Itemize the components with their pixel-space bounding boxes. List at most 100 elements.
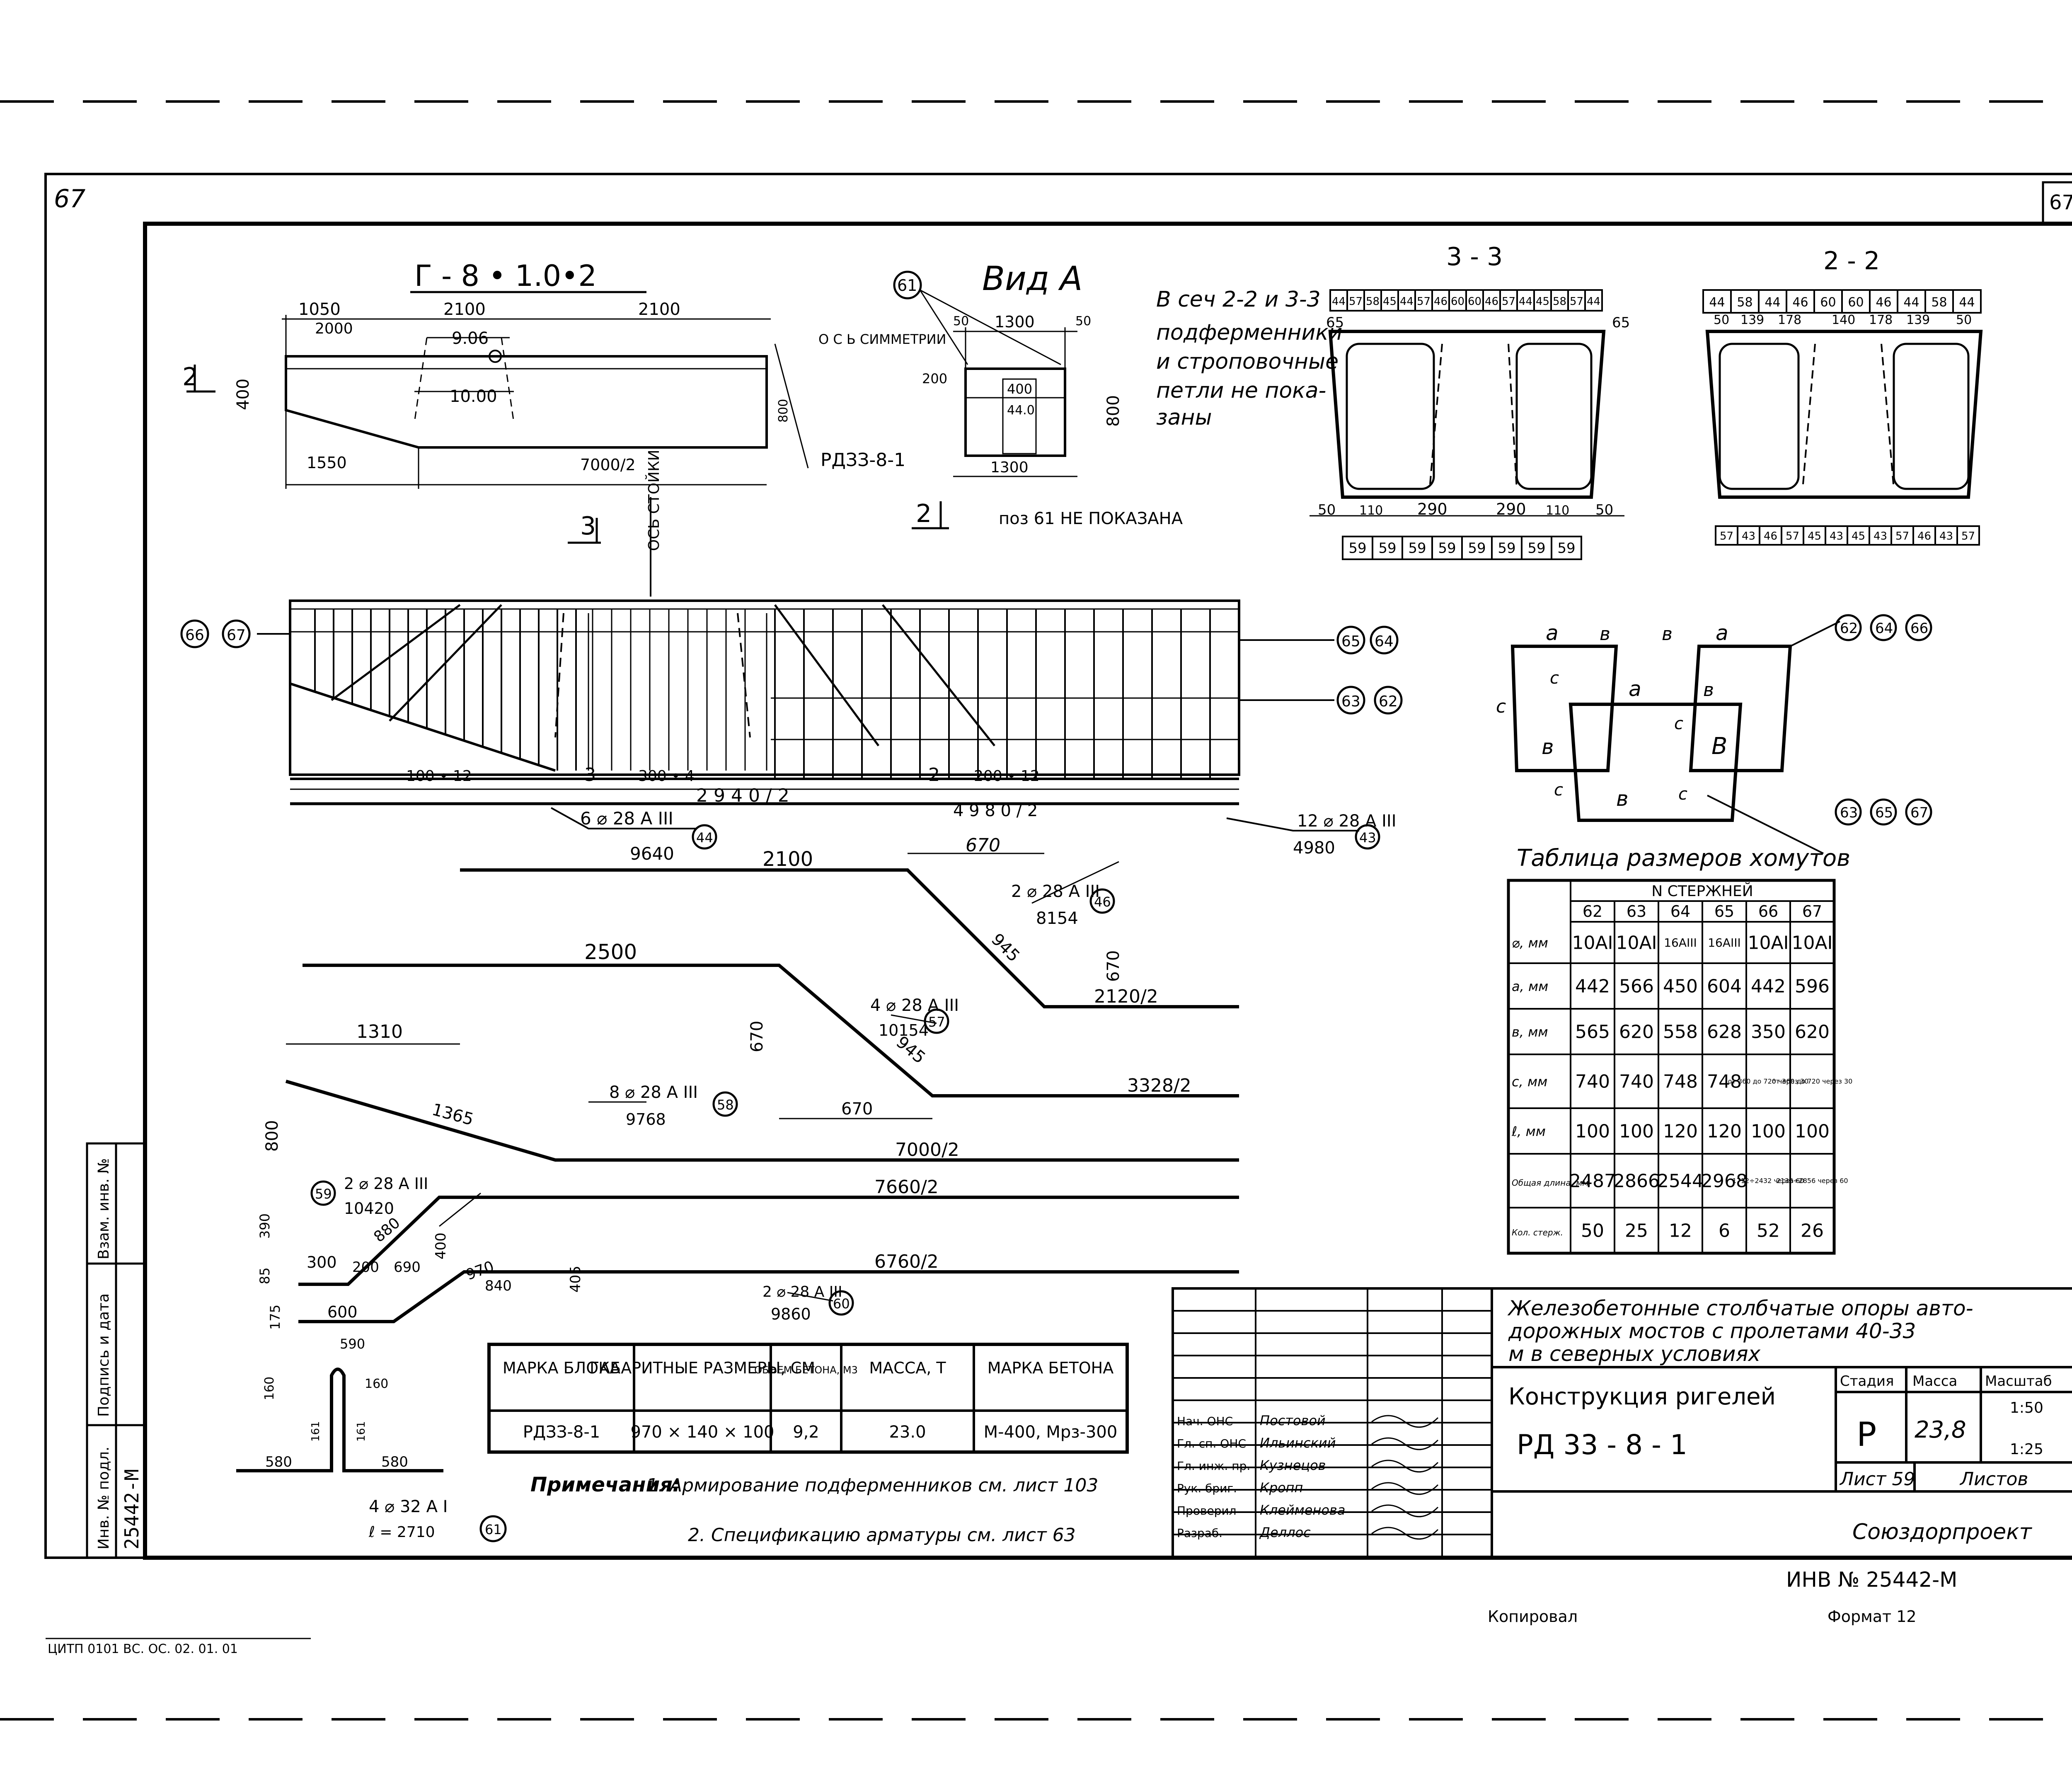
stirrup-table-cell: 604 [1707, 976, 1742, 997]
block-table-cell: М-400, Мрз-300 [984, 1423, 1118, 1442]
view-a-dim-8: 800 [1104, 395, 1123, 427]
stirrup-table-cell: 100 [1575, 1121, 1610, 1142]
stirrup-table-row-label: а, мм [1512, 979, 1548, 994]
section-2-2-bottom-cell-text: 43 [1874, 530, 1887, 542]
stirrup-table-cell: 566 [1619, 976, 1654, 997]
stirrup-table-col-header: 64 [1670, 902, 1690, 921]
stirrup-callout-64: 64 [1875, 620, 1893, 637]
stirrup-shapes [1510, 621, 1840, 854]
stirrup-table-row-label: ℓ, мм [1511, 1124, 1546, 1139]
section-2-2-bottom-cell-text: 43 [1830, 530, 1843, 542]
tb-person-name: Кропп [1260, 1480, 1303, 1496]
main-dim-4: 2000 [315, 320, 353, 337]
tb-drawing: Конструкция ригелей [1508, 1383, 1776, 1410]
stirrup-letter-13: с [1674, 714, 1683, 733]
bar-61-dim-6: 161 [355, 1421, 368, 1442]
section-2-2-top-cell [1952, 289, 1982, 314]
bar-60-dim-1: 600 [327, 1303, 358, 1321]
stirrup-table-col-header: 62 [1583, 902, 1602, 921]
section-2-2-bottom-cell-text: 45 [1852, 530, 1865, 542]
stirrup-callout-67: 67 [1910, 805, 1928, 821]
block-table-cell: 9,2 [793, 1423, 819, 1442]
corner-number-left: 67 [54, 184, 85, 213]
stirrup-table-col-header: 63 [1627, 902, 1646, 921]
section-2-2-bottom-cell-text: 57 [1786, 530, 1799, 542]
main-view-outline [285, 355, 768, 449]
stirrup-letter-11: с [1554, 781, 1563, 800]
sections-note-line-3: и строповочные [1156, 349, 1339, 374]
bar-59-dim-7: 390 [257, 1213, 273, 1239]
stirrup-table-cell: 628 [1707, 1021, 1742, 1042]
main-dim-8: 7000/2 [580, 456, 636, 474]
tb-person-role: Рук. бриг. [1177, 1481, 1237, 1495]
bar-59-dim-3: 200 [352, 1259, 379, 1276]
inner-frame [143, 222, 2072, 1560]
stirrup-table-cell: 740 [1619, 1071, 1654, 1092]
stirrup-letter-5: с [1496, 696, 1506, 717]
section-3-3-top-cell-text: 58 [1366, 295, 1380, 308]
sections-note-line-1: В сеч 2-2 и 3-3 [1156, 287, 1321, 312]
tb-project-3: м в северных условиях [1508, 1342, 1761, 1366]
section-2-2-top-cell-text: 44 [1903, 295, 1919, 310]
section-3-3-top-cell-text: 58 [1553, 295, 1566, 308]
stirrup-table-cell: 16АIII [1664, 936, 1697, 950]
side-stamp [86, 1142, 146, 1559]
bar-58-length: 9768 [626, 1110, 666, 1129]
bar-59-dim-2: 880 [370, 1214, 403, 1246]
section-2-2-bottom-cell [1956, 525, 1980, 546]
stirrup-table-cell: 6 [1719, 1220, 1730, 1241]
section-2-2-top-cell-text: 60 [1848, 295, 1864, 310]
stirrup-table-cell: 2866 [1613, 1170, 1660, 1191]
view-a-title: Вид А [982, 259, 1082, 298]
stirrup-table-row-label: Общая длина, мм [1512, 1178, 1588, 1188]
section-2-2-dim-4: 140 [1832, 313, 1855, 327]
bar-57-label: 4 ⌀ 28 А III [870, 996, 959, 1015]
bar-58-right: 7000/2 [895, 1139, 959, 1160]
callout-66-left [180, 619, 209, 648]
tb-project-1: Железобетонные столбчатые опоры авто- [1507, 1296, 1973, 1320]
cage-stirrups [314, 609, 1211, 779]
section-3-3-top-cell-text: 57 [1349, 295, 1363, 308]
stirrup-table-col-header: 66 [1758, 902, 1778, 921]
stirrup-table-cell: 120 [1663, 1121, 1698, 1142]
section-2-2-dim-2: 139 [1740, 313, 1764, 327]
stirrup-table-cell: 2487 [1569, 1170, 1616, 1191]
section-3-3-outline [1328, 330, 1606, 499]
section-2-2-top-cell-text: 46 [1876, 295, 1891, 310]
tb-sheets: Листов [1959, 1469, 2028, 1490]
tb-signature [1371, 1527, 1439, 1540]
block-table-header: МАРКА БЕТОНА [988, 1359, 1114, 1377]
sections-note: В сеч 2-2 и 3-3 подферменники и стропово… [1156, 287, 1342, 430]
bar-57-top: 2500 [584, 940, 637, 964]
bar-61-dim-3: 160 [262, 1377, 277, 1400]
stirrup-table-title: Таблица размеров хомутов [1517, 845, 1850, 872]
section-3-3-top-cell-text: 44 [1519, 295, 1532, 308]
bar-57-right: 3328/2 [1127, 1075, 1191, 1096]
callout-63-right-text: 63 [1341, 693, 1360, 710]
notes-item-2: 2. Спецификацию арматуры см. лист 63 [688, 1525, 1076, 1546]
stirrup-table-cell: 442 [1575, 976, 1610, 997]
main-part-label: РДЗЗ-8-1 [821, 450, 905, 471]
main-dim-6: 10.00 [450, 387, 497, 406]
view-a-callout: 61 [897, 276, 917, 295]
bar-58-label: 8 ⌀ 28 А III [609, 1083, 698, 1102]
tb-stage: Р [1857, 1415, 1876, 1454]
section-3-3-bottom-cell-text: 59 [1468, 540, 1486, 557]
tb-scale-1: 1:50 [2010, 1399, 2043, 1416]
view-a-callout-circle [893, 271, 922, 300]
stirrup-table-cell: 2968 [1701, 1170, 1748, 1191]
stirrup-letter-9: в [1616, 787, 1628, 811]
tb-mass-label: Масса [1912, 1373, 1957, 1390]
callout-65-right-text: 65 [1341, 633, 1360, 650]
view-a: Вид А 61 1300 50 50 200 400 44.0 1300 80… [893, 259, 1183, 529]
bar-61-label: 4 ⌀ 32 А I [369, 1497, 448, 1516]
bar-61-dim-1: 580 [265, 1454, 292, 1470]
bar-60-shape [298, 1270, 1239, 1323]
section-3-3-top-cell-text: 45 [1383, 295, 1397, 308]
section-2-2-bottom-cell-text: 57 [1720, 530, 1733, 542]
bar-61-dim-4: 160 [365, 1377, 388, 1391]
bar-58-shape [285, 1080, 1239, 1162]
